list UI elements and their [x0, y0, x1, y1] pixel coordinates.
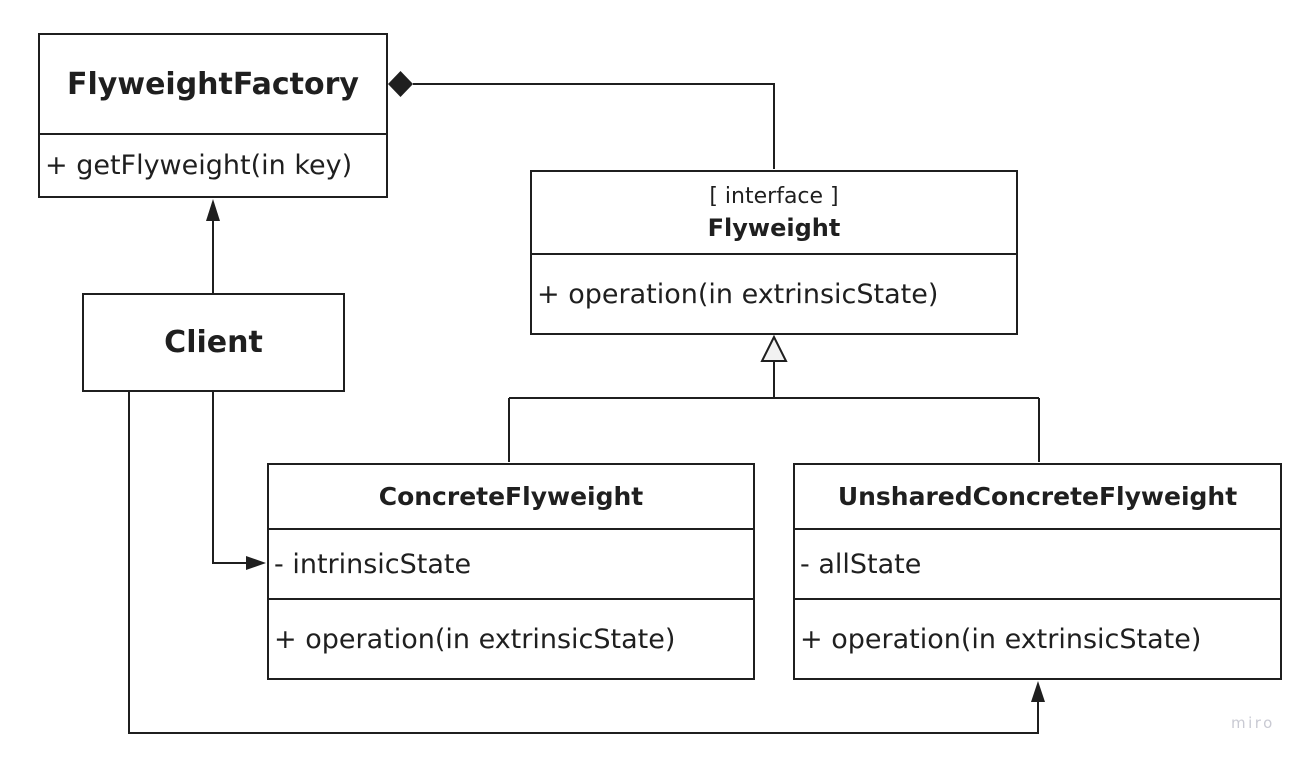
method-label: + operation(in extrinsicState) [537, 278, 939, 310]
composition-connector-factory-flyweight[interactable] [388, 71, 775, 169]
method-row-operation: + operation(in extrinsicState) [795, 600, 1280, 678]
class-name: Client [164, 325, 263, 360]
association-connector-client-factory[interactable] [206, 199, 220, 293]
class-name: ConcreteFlyweight [378, 482, 644, 511]
class-box-concrete-flyweight[interactable]: ConcreteFlyweight - intrinsicState + ope… [267, 463, 755, 680]
class-name: Flyweight [707, 213, 841, 242]
class-name: FlyweightFactory [67, 66, 359, 102]
arrow-up-icon [1031, 681, 1045, 702]
class-title-flyweight: [ interface ] Flyweight [532, 172, 1016, 255]
class-title-client: Client [84, 295, 343, 390]
filled-diamond-icon [388, 71, 413, 97]
class-name: UnsharedConcreteFlyweight [837, 482, 1238, 511]
class-box-flyweight-interface[interactable]: [ interface ] Flyweight + operation(in e… [530, 170, 1018, 335]
attribute-label: - allState [800, 548, 922, 580]
arrow-right-icon [246, 556, 266, 570]
class-title-flyweight-factory: FlyweightFactory [40, 35, 386, 135]
hollow-triangle-icon [760, 334, 788, 362]
association-connector-client-concrete[interactable] [212, 392, 266, 570]
method-label: + operation(in extrinsicState) [274, 623, 676, 655]
class-title-unshared-concrete-flyweight: UnsharedConcreteFlyweight [795, 465, 1280, 530]
class-title-concrete-flyweight: ConcreteFlyweight [269, 465, 753, 530]
association-connector-client-unshared[interactable] [128, 392, 1045, 734]
class-box-flyweight-factory[interactable]: FlyweightFactory + getFlyweight(in key) [38, 33, 388, 198]
class-box-client[interactable]: Client [82, 293, 345, 392]
interface-stereotype: [ interface ] [709, 183, 839, 209]
class-box-unshared-concrete-flyweight[interactable]: UnsharedConcreteFlyweight - allState + o… [793, 463, 1282, 680]
arrow-up-icon [206, 199, 220, 221]
attribute-label: - intrinsicState [274, 548, 472, 580]
method-row-operation: + operation(in extrinsicState) [269, 600, 753, 678]
method-label: + operation(in extrinsicState) [800, 623, 1202, 655]
attribute-row-intrinsic-state: - intrinsicState [269, 530, 753, 600]
method-row-get-flyweight: + getFlyweight(in key) [40, 135, 386, 196]
method-label: + getFlyweight(in key) [45, 150, 353, 181]
attribute-row-all-state: - allState [795, 530, 1280, 600]
miro-watermark: miro [1231, 714, 1275, 732]
generalization-connector-flyweight-children[interactable] [508, 334, 1040, 462]
method-row-operation: + operation(in extrinsicState) [532, 255, 1016, 333]
